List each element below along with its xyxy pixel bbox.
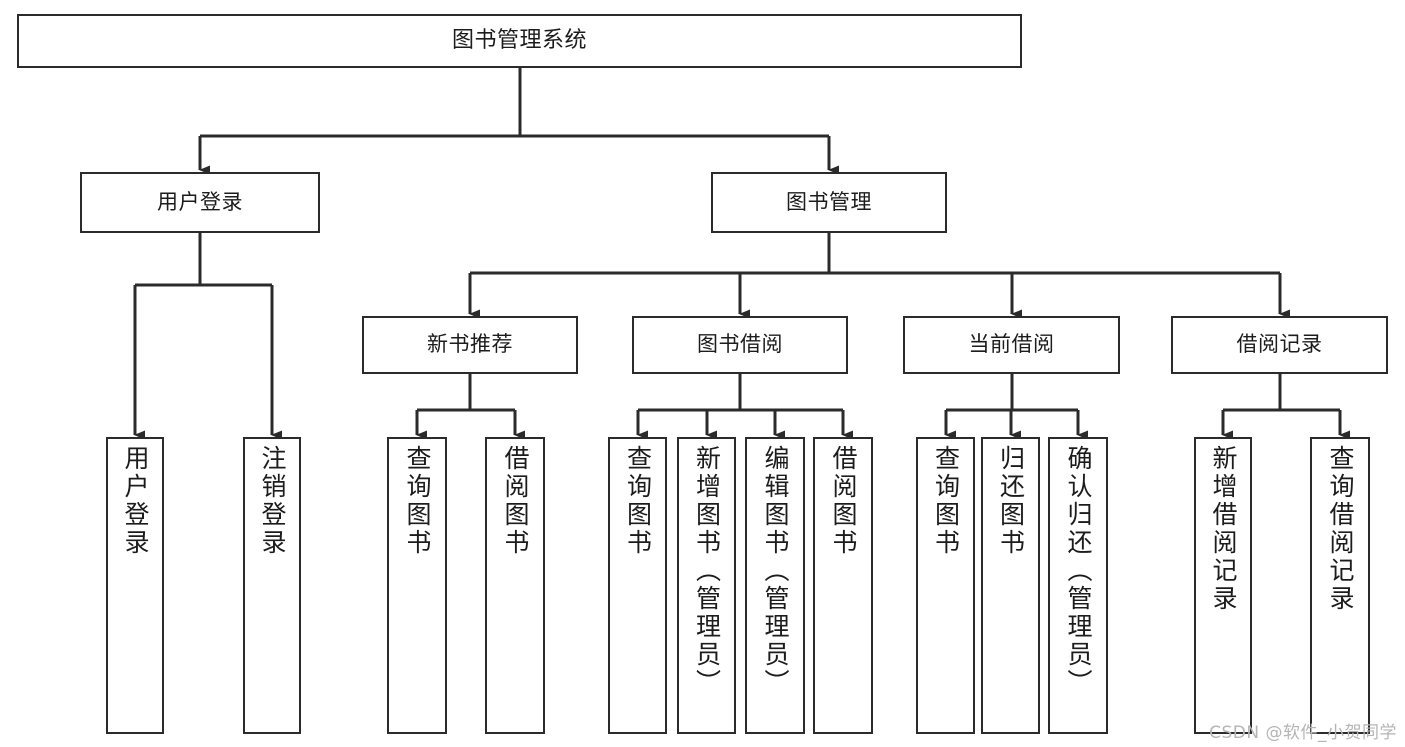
node-leaf-query-book-3[interactable]: 查询图书	[916, 437, 975, 734]
node-leaf-edit-book[interactable]: 编辑图书（管理员）	[745, 437, 805, 734]
node-label-leaf-add-book: 新增图书（管理员）	[692, 445, 722, 697]
node-leaf-add-book[interactable]: 新增图书（管理员）	[677, 437, 736, 734]
node-book-borrow[interactable]: 图书借阅	[632, 316, 848, 374]
node-label-leaf-borrow-book-2: 借阅图书	[829, 445, 858, 557]
node-label-leaf-confirm-return: 确认归还（管理员）	[1064, 445, 1093, 697]
node-current-borrow[interactable]: 当前借阅	[903, 316, 1120, 374]
node-label-leaf-borrow-book-1: 借阅图书	[501, 445, 530, 557]
node-label-leaf-query-book-2: 查询图书	[623, 445, 653, 557]
node-label-book-borrow: 图书借阅	[697, 332, 783, 357]
node-leaf-add-record[interactable]: 新增借阅记录	[1194, 437, 1252, 734]
node-book-manage[interactable]: 图书管理	[711, 172, 947, 233]
node-leaf-borrow-book-2[interactable]: 借阅图书	[813, 437, 873, 734]
node-borrow-record[interactable]: 借阅记录	[1171, 316, 1388, 374]
node-root[interactable]: 图书管理系统	[17, 14, 1022, 68]
node-label-leaf-query-record: 查询借阅记录	[1326, 445, 1355, 613]
node-label-borrow-record: 借阅记录	[1236, 332, 1323, 357]
node-leaf-return-book[interactable]: 归还图书	[981, 437, 1040, 734]
node-label-root: 图书管理系统	[451, 27, 587, 53]
node-label-leaf-user-login: 用户登录	[121, 445, 150, 557]
node-label-leaf-query-book-1: 查询图书	[403, 445, 432, 557]
node-leaf-confirm-return[interactable]: 确认归还（管理员）	[1048, 437, 1108, 734]
node-label-leaf-query-book-3: 查询图书	[931, 445, 961, 557]
node-label-current-borrow: 当前借阅	[968, 332, 1055, 357]
node-new-book-rec[interactable]: 新书推荐	[362, 316, 578, 374]
node-label-user-login: 用户登录	[157, 189, 243, 214]
node-user-login[interactable]: 用户登录	[80, 172, 320, 233]
node-label-leaf-user-logout: 注销登录	[258, 445, 287, 557]
node-leaf-query-book-1[interactable]: 查询图书	[387, 437, 447, 734]
node-leaf-borrow-book-1[interactable]: 借阅图书	[485, 437, 545, 734]
node-leaf-query-record[interactable]: 查询借阅记录	[1310, 437, 1370, 734]
node-label-book-manage: 图书管理	[786, 189, 872, 214]
node-label-leaf-return-book: 归还图书	[996, 445, 1026, 557]
node-label-leaf-edit-book: 编辑图书（管理员）	[761, 445, 790, 697]
node-leaf-user-login[interactable]: 用户登录	[106, 437, 164, 734]
node-label-new-book-rec: 新书推荐	[427, 332, 513, 357]
node-label-leaf-add-record: 新增借阅记录	[1209, 445, 1238, 613]
node-leaf-query-book-2[interactable]: 查询图书	[608, 437, 667, 734]
node-leaf-user-logout[interactable]: 注销登录	[243, 437, 301, 734]
